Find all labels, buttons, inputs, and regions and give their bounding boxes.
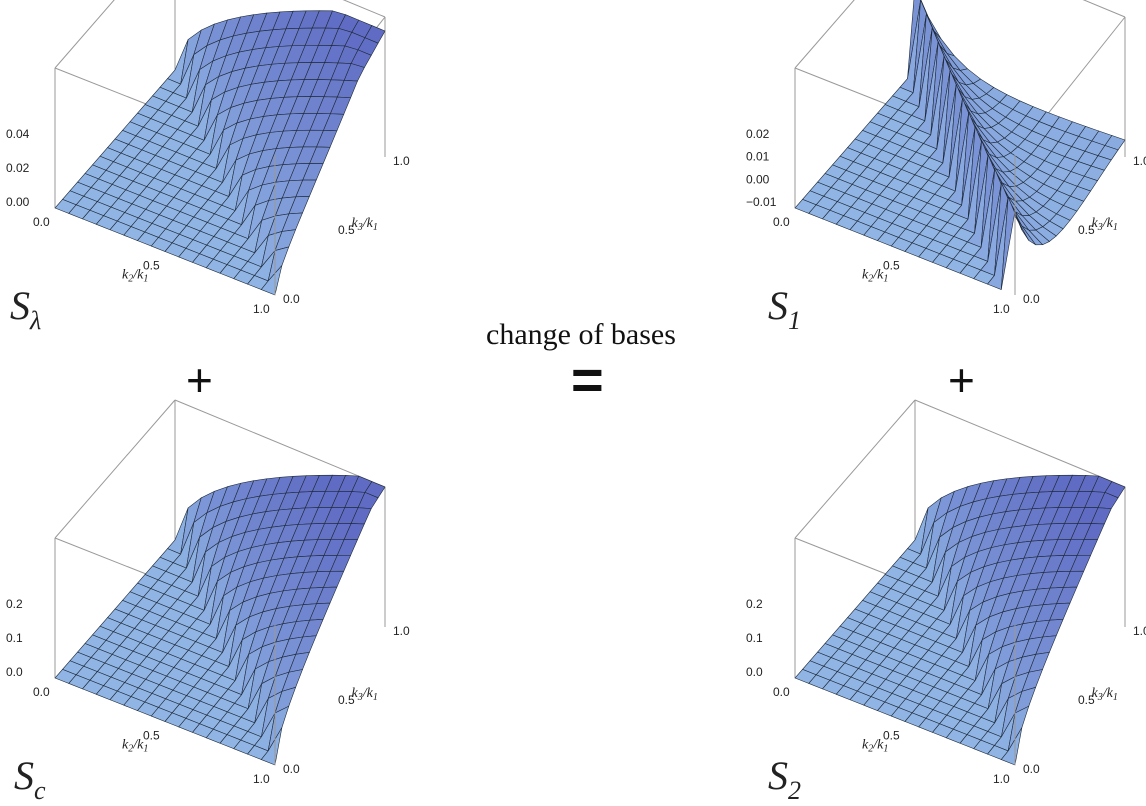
x-tick-label: 0.0 [33,685,50,699]
surface-plot-svg: 0.00.51.0k2/k10.00.51.0k3/k10.020.010.00… [746,0,1146,316]
z-tick-label: 0.1 [6,631,23,645]
z-tick-label: 0.0 [746,665,763,679]
z-tick-label: 0.1 [746,631,763,645]
x-tick-label: 0.5 [143,729,160,743]
y-tick-label: 1.0 [393,624,410,638]
y-axis-label: k3/k1 [1092,686,1118,703]
surface-cell [1000,727,1023,766]
z-axis-ticks: 0.04 0.02 0.00 [6,127,30,209]
y-axis-label: k3/k1 [352,216,378,233]
y-tick-label: 1.0 [1133,154,1146,168]
x-tick-label: 1.0 [993,772,1010,786]
surface-mesh [54,10,386,296]
x-tick-label: 0.5 [883,729,900,743]
x-tick-label: 1.0 [253,302,270,316]
panel-label-s-lambda: Sλ [10,283,42,335]
y-tick-label: 0.0 [1023,292,1040,306]
x-tick-label: 0.0 [773,215,790,229]
z-tick-label: 0.2 [6,597,23,611]
plot-panel-s-2: 0.00.51.0k2/k10.00.51.0k3/k10.20.10.0 [740,399,1146,800]
plus-sign-left: + [186,354,213,406]
x-tick-label: 0.0 [773,685,790,699]
panel-label-s-1: S1 [768,283,801,335]
x-tick-label: 0.0 [33,215,50,229]
surface-cell [260,265,283,296]
surface-cell [260,727,283,766]
surface-cell [1000,196,1023,290]
y-tick-label: 1.0 [1133,624,1146,638]
y-axis-ticks: 0.0 0.5 1.0 [283,624,410,776]
surface-mesh [794,474,1126,766]
z-tick-label: 0.00 [6,195,30,209]
y-axis-label: k3/k1 [1092,216,1118,233]
x-tick-label: 0.5 [883,259,900,273]
panel-label-s-c: Sc [14,753,46,805]
caption-change-of-bases: change of bases [486,318,676,351]
z-tick-label: 0.2 [746,597,763,611]
z-tick-label: 0.0 [6,665,23,679]
z-tick-label: 0.04 [6,127,30,141]
y-axis-ticks: 0.0 0.5 1.0 [1023,624,1146,776]
y-tick-label: 0.5 [1078,223,1095,237]
plot-panel-s-1: 0.00.51.0k2/k10.00.51.0k3/k10.020.010.00… [740,0,1146,330]
y-tick-label: 0.5 [1078,693,1095,707]
z-axis-ticks: 0.2 0.1 0.0 [6,597,23,679]
x-axis-ticks: 0.0 0.5 1.0 [33,685,270,786]
surface-plot-svg: 0.00.51.0k2/k10.00.51.0k3/k10.040.020.00 [6,0,410,316]
plus-sign-right: + [948,354,975,406]
x-tick-label: 1.0 [253,772,270,786]
y-tick-label: 0.5 [338,693,355,707]
x-tick-label: 1.0 [993,302,1010,316]
x-axis-ticks: 0.0 0.5 1.0 [773,215,1010,316]
surface-mesh [794,0,1126,290]
y-tick-label: 0.5 [338,223,355,237]
surface-plot-svg: 0.00.51.0k2/k10.00.51.0k3/k10.20.10.0 [6,399,410,786]
x-axis-ticks: 0.0 0.5 1.0 [33,215,270,316]
y-tick-label: 0.0 [283,292,300,306]
surface-mesh [54,474,386,766]
panel-label-s-2: S2 [768,753,801,805]
y-axis-ticks: 0.0 0.5 1.0 [1023,154,1146,306]
z-axis-ticks: 0.02 0.01 0.00 −0.01 [746,127,777,209]
y-tick-label: 0.0 [1023,762,1040,776]
y-tick-label: 1.0 [393,154,410,168]
y-axis-ticks: 0.0 0.5 1.0 [283,154,410,306]
equals-sign: = [571,348,604,411]
z-axis-ticks: 0.2 0.1 0.0 [746,597,763,679]
z-tick-label: 0.02 [6,161,30,175]
z-tick-label: 0.01 [746,150,770,164]
y-axis-label: k3/k1 [352,686,378,703]
y-tick-label: 0.0 [283,762,300,776]
z-tick-label: −0.01 [746,195,777,209]
x-tick-label: 0.5 [143,259,160,273]
z-tick-label: 0.00 [746,172,770,186]
surface-plot-svg: 0.00.51.0k2/k10.00.51.0k3/k10.20.10.0 [746,399,1146,786]
z-tick-label: 0.02 [746,127,770,141]
x-axis-ticks: 0.0 0.5 1.0 [773,685,1010,786]
